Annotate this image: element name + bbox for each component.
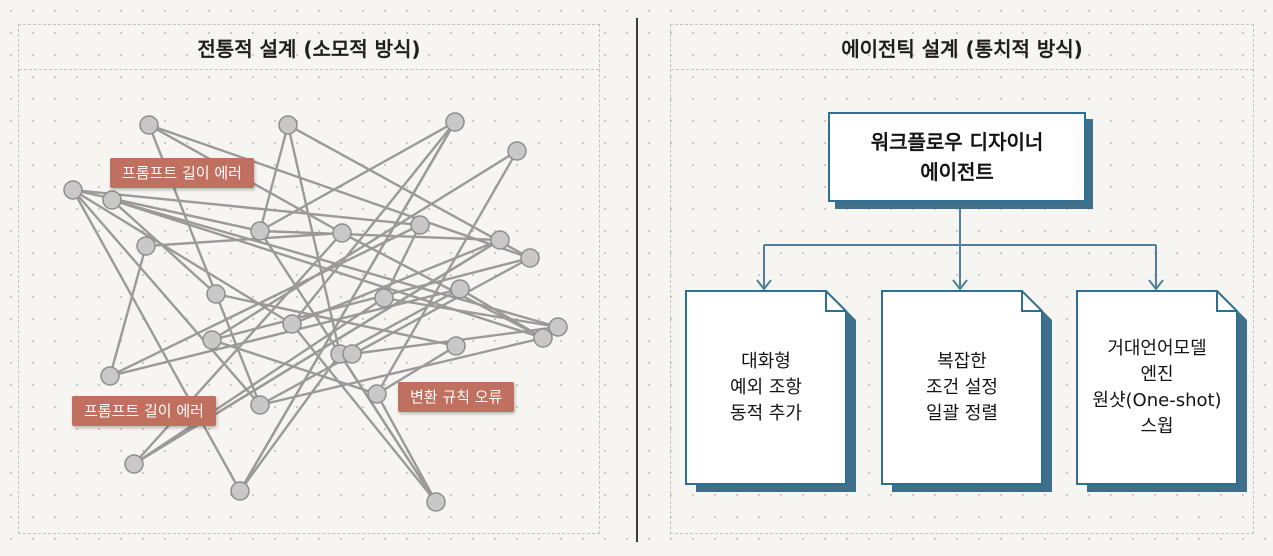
network-node	[548, 317, 568, 337]
network-edge	[133, 238, 501, 466]
network-node	[278, 115, 298, 135]
network-edge	[291, 121, 456, 325]
traditional-design-panel: 전통적 설계 (소모적 방식)	[18, 24, 600, 534]
network-edge	[72, 188, 261, 233]
workflow-designer-agent-box: 워크플로우 디자이너 에이전트	[828, 112, 1086, 202]
panel-divider	[636, 18, 638, 542]
network-node	[533, 328, 553, 348]
network-edge	[382, 224, 422, 299]
network-edge	[259, 120, 456, 233]
network-edge	[239, 353, 341, 492]
network-edge	[215, 292, 457, 348]
network-edge	[133, 297, 385, 465]
agentic-design-title: 에이전틱 설계 (통치적 방식)	[671, 25, 1253, 70]
network-nodes	[63, 112, 568, 512]
error-label-transform-rule: 변환 규칙 오류	[398, 382, 515, 412]
network-edge	[109, 223, 421, 378]
network-node	[206, 284, 226, 304]
doc-2-line-2: 조건 설정	[926, 376, 998, 398]
doc-1-line-1: 대화형	[741, 350, 791, 372]
error-label-prompt-length-2: 프롬프트 길이 에러	[72, 396, 216, 426]
designer-line-2: 에이전트	[920, 160, 994, 184]
network-edge	[72, 188, 421, 227]
network-node	[367, 384, 387, 404]
network-node	[250, 395, 270, 415]
network-edge	[383, 296, 559, 329]
network-edge	[238, 121, 457, 492]
network-node	[332, 223, 352, 243]
network-edge	[286, 124, 342, 355]
network-node	[374, 288, 394, 308]
network-node	[426, 492, 446, 512]
network-node	[250, 221, 270, 241]
network-node	[102, 190, 122, 210]
doc-shapes	[685, 290, 1247, 492]
doc-2-line-1: 복잡한	[937, 350, 987, 372]
network-edge	[339, 287, 461, 356]
doc-3-line-2: 엔진	[1140, 363, 1174, 385]
network-node	[446, 336, 466, 356]
doc-3-line-1: 거대언어모델	[1107, 337, 1207, 359]
network-edge	[211, 256, 531, 342]
doc-3-line-4: 스웝	[1140, 415, 1174, 437]
doc-card-3	[1076, 290, 1247, 492]
network-edge	[259, 336, 544, 407]
network-node	[342, 344, 362, 364]
network-node	[100, 366, 120, 386]
traditional-design-title: 전통적 설계 (소모적 방식)	[19, 25, 599, 70]
doc-2-line-3: 일괄 정렬	[926, 402, 998, 424]
doc-3-line-3: 원샷(One-shot)	[1092, 389, 1222, 411]
network-node	[124, 454, 144, 474]
network-edge	[376, 344, 457, 396]
network-edge	[71, 189, 242, 492]
network-edge	[111, 198, 559, 329]
network-edge	[258, 124, 290, 232]
doc-1-line-2: 예외 조항	[730, 376, 802, 398]
network-node	[202, 330, 222, 350]
network-node	[520, 248, 540, 268]
network-edge	[287, 123, 531, 260]
doc-2-text: 복잡한 조건 설정 일괄 정렬	[882, 291, 1042, 484]
network-node	[230, 481, 250, 501]
network-edge	[259, 229, 501, 242]
doc-card-1	[685, 290, 856, 492]
network-edge	[341, 231, 544, 340]
error-label-prompt-length-1: 프롬프트 길이 에러	[110, 158, 254, 188]
network-node	[139, 115, 159, 135]
network-edge	[291, 323, 437, 503]
hierarchy-arrows	[756, 204, 1164, 291]
doc-3-text: 거대언어모델 엔진 원샷(One-shot) 스웝	[1077, 291, 1237, 484]
network-node	[445, 112, 465, 132]
designer-line-1: 워크플로우 디자이너	[870, 130, 1044, 154]
network-edge	[375, 393, 438, 503]
network-node	[490, 230, 510, 250]
doc-card-2	[881, 290, 1052, 492]
network-node	[507, 141, 527, 161]
network-edge	[111, 199, 217, 295]
network-edge	[108, 245, 148, 377]
agentic-design-panel: 에이전틱 설계 (통치적 방식)	[670, 24, 1254, 534]
network-edge	[338, 353, 438, 503]
network-edge	[147, 124, 218, 295]
network-edge	[145, 231, 343, 248]
network-edge	[148, 123, 531, 260]
network-edge	[109, 287, 461, 378]
doc-1-line-3: 동적 추가	[730, 402, 802, 424]
doc-1-text: 대화형 예외 조항 동적 추가	[686, 291, 846, 484]
network-node	[450, 279, 470, 299]
network-node	[410, 215, 430, 235]
network-node	[136, 236, 156, 256]
network-node	[63, 180, 83, 200]
network-edge	[72, 189, 261, 406]
network-node	[282, 314, 302, 334]
